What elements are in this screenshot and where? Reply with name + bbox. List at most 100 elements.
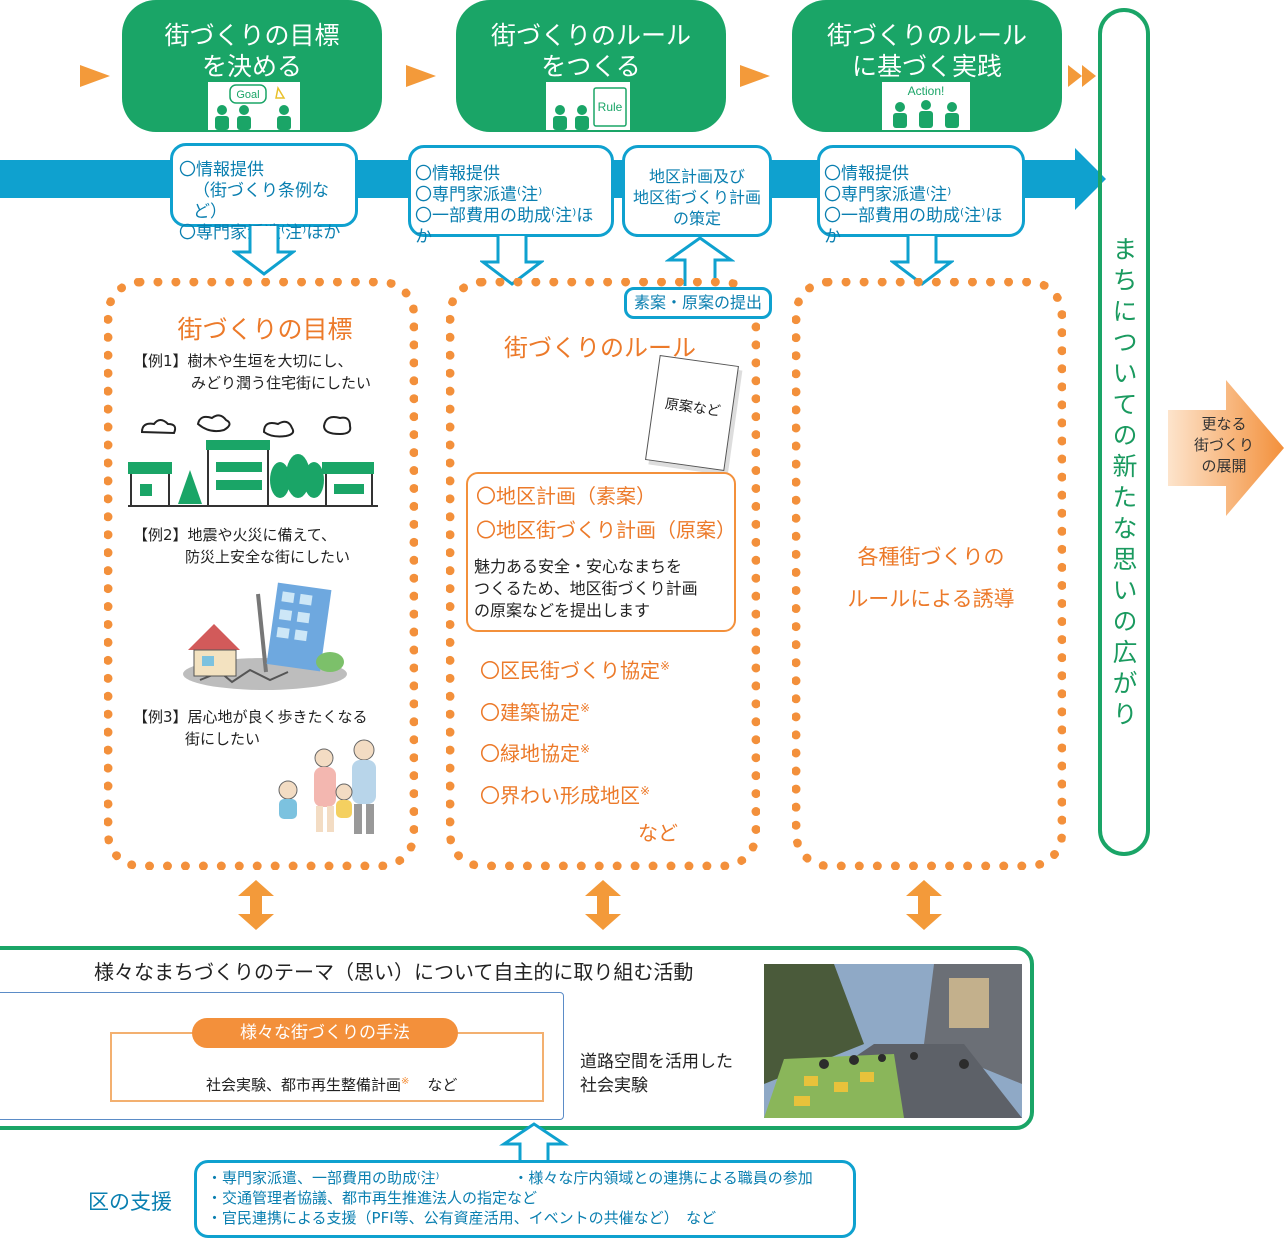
example3-line2: 街にしたい xyxy=(185,730,261,748)
earthquake-illustration xyxy=(183,582,347,690)
practice-line2: ルールによる誘導 xyxy=(847,587,1015,611)
plan-draft-1: 〇地区計画（素案） xyxy=(476,484,656,508)
photo-caption: 道路空間を活用した 社会実験 xyxy=(580,1050,733,1098)
next-step-line2: 街づくり xyxy=(1193,436,1254,454)
next-step-line1: 更なる xyxy=(1201,415,1247,433)
agreement-etc: など xyxy=(638,820,678,845)
rule-people-icon: Rule xyxy=(546,82,630,130)
next-step-arrow xyxy=(1168,380,1284,516)
example1: 【例1】樹木や生垣を大切にし、 みどり潤う住宅街にしたい xyxy=(133,350,371,394)
stage-action: 街づくりのルール に基づく実践 xyxy=(792,0,1062,132)
green-street-illustration xyxy=(128,414,378,507)
agreement-list: 〇区民街づくり協定※ 〇建築協定※ 〇緑地協定※ 〇界わい形成地区※ など xyxy=(480,648,678,852)
stage-arrow-2 xyxy=(406,65,436,87)
agreement-4-text: 〇界わい形成地区 xyxy=(480,783,640,808)
agreement-4-note: ※ xyxy=(640,783,651,798)
plan-line2: 地区街づくり計画 xyxy=(632,188,761,207)
method-etc: など xyxy=(427,1076,458,1094)
stage-goal: 街づくりの目標 を決める xyxy=(122,0,382,132)
support-1-line2: （街づくり条例など） xyxy=(193,181,329,222)
family-walking-illustration xyxy=(278,739,376,834)
rule-column xyxy=(446,278,760,870)
agreement-2-text: 〇建築協定 xyxy=(480,700,580,725)
goal-people-icon: Goal xyxy=(208,82,300,130)
stage-arrow-4a xyxy=(1068,65,1082,87)
support-2-line1: 〇情報提供 xyxy=(415,164,500,184)
example1-line1: 【例1】樹木や生垣を大切にし、 xyxy=(133,352,353,370)
ward-support-item4: ・官民連携による支援（PFI等、公有資産活用、イベントの共催など） など xyxy=(207,1209,717,1227)
next-step-text: 更なる 街づくり の展開 xyxy=(1176,414,1272,477)
support-3-line1: 〇情報提供 xyxy=(824,164,909,184)
support-3-line2: 〇専門家派遣⁽注⁾ xyxy=(824,185,952,205)
double-arrow-1 xyxy=(238,880,274,930)
practice-column xyxy=(792,278,1066,870)
method-label: 様々な街づくりの手法 xyxy=(192,1018,458,1048)
draft-document-label: 原案など xyxy=(663,396,722,420)
support-1-line1: 〇情報提供 xyxy=(179,160,264,180)
example2: 【例2】地震や火災に備えて、 防災上安全な街にしたい xyxy=(133,524,350,568)
support-3-line3: 〇一部費用の助成⁽注⁾ほか xyxy=(824,206,1003,247)
agreement-4: 〇界わい形成地区※ xyxy=(480,773,678,815)
example2-line2: 防災上安全な街にしたい xyxy=(185,548,351,566)
rule-label: Rule xyxy=(598,100,623,114)
stage-rule: 街づくりのルール をつくる xyxy=(456,0,726,132)
plan-line1: 地区計画及び xyxy=(648,167,745,186)
plan-desc-line3: の原案などを提出します xyxy=(474,601,651,620)
method-text: 社会実験、都市再生整備計画※など xyxy=(206,1074,457,1095)
support-up-arrow xyxy=(499,1122,569,1162)
example3-line1: 【例3】居心地が良く歩きたくなる xyxy=(133,708,368,726)
ward-support-row1: ・専門家派遣、一部費用の助成⁽注⁾ ・様々な庁内領域との連携による職員の参加 xyxy=(207,1168,843,1188)
stage-arrow-4b xyxy=(1082,65,1096,87)
up-arrow-submit xyxy=(665,236,735,286)
plan-formulation-box: 地区計画及び 地区街づくり計画 の策定 xyxy=(622,145,772,237)
ward-support-item1: ・専門家派遣、一部費用の助成⁽注⁾ xyxy=(207,1169,440,1187)
double-arrow-3 xyxy=(906,880,942,930)
next-step-line3: の展開 xyxy=(1201,457,1247,475)
support-box-3: 〇情報提供 〇専門家派遣⁽注⁾ 〇一部費用の助成⁽注⁾ほか xyxy=(817,145,1025,247)
agreement-3: 〇緑地協定※ xyxy=(480,731,678,773)
stage-action-line1: 街づくりのルール xyxy=(826,21,1027,50)
example1-line2: みどり潤う住宅街にしたい xyxy=(191,374,372,392)
agreement-3-text: 〇緑地協定 xyxy=(480,741,580,766)
agreement-2: 〇建築協定※ xyxy=(480,690,678,732)
goal-column xyxy=(104,278,418,870)
agreement-1-note: ※ xyxy=(660,659,671,673)
plan-desc-line2: つくるため、地区街づくり計画 xyxy=(474,579,698,598)
agreement-1: 〇区民街づくり協定※ xyxy=(480,648,678,690)
goal-label: Goal xyxy=(236,89,259,101)
example3: 【例3】居心地が良く歩きたくなる 街にしたい xyxy=(133,706,368,750)
stage-arrow-1 xyxy=(80,65,110,87)
agreement-3-note: ※ xyxy=(580,742,591,757)
submit-tag: 素案・原案の提出 xyxy=(624,287,772,319)
plan-draft-2: 〇地区街づくり計画（原案） xyxy=(476,518,736,542)
draft-document: 原案など xyxy=(645,354,739,472)
stage-rule-line2: をつくる xyxy=(541,52,641,81)
stage-goal-line1: 街づくりの目標 xyxy=(164,21,340,50)
support-2-line3: 〇一部費用の助成⁽注⁾ほか xyxy=(415,206,594,247)
action-label: Action! xyxy=(908,84,945,98)
street-experiment-photo xyxy=(764,964,1022,1118)
goal-title: 街づくりの目標 xyxy=(177,315,353,344)
stage-goal-line2: を決める xyxy=(201,52,302,81)
practice-text: 各種街づくりの ルールによる誘導 xyxy=(808,536,1054,620)
double-arrow-2 xyxy=(585,880,621,930)
activity-title: 様々なまちづくりのテーマ（思い）について自主的に取り組む活動 xyxy=(94,960,694,984)
plan-desc-line1: 魅力ある安全・安心なまちを xyxy=(474,557,683,576)
method-panel xyxy=(0,992,564,1120)
stage-rule-line1: 街づくりのルール xyxy=(490,21,691,50)
agreement-2-note: ※ xyxy=(580,700,591,715)
support-2-line2: 〇専門家派遣⁽注⁾ xyxy=(415,185,543,205)
stage-arrow-3 xyxy=(740,65,770,87)
plan-line3: の策定 xyxy=(672,209,721,228)
ward-support-item3: ・交通管理者協議、都市再生推進法人の指定など xyxy=(207,1189,538,1207)
agreement-1-text: 〇区民街づくり協定 xyxy=(480,658,660,683)
support-box-1: 〇情報提供 （街づくり条例など） 〇専門家派遣⁽注⁾ほか xyxy=(170,143,358,243)
practice-line1: 各種街づくりの xyxy=(857,545,1005,569)
method-note: ※ xyxy=(401,1076,410,1087)
support-box-2: 〇情報提供 〇専門家派遣⁽注⁾ 〇一部費用の助成⁽注⁾ほか xyxy=(408,145,614,247)
photo-caption-line2: 社会実験 xyxy=(580,1076,648,1096)
plan-draft-box xyxy=(466,472,736,632)
ward-support-item2: ・様々な庁内領域との連携による職員の参加 xyxy=(513,1169,813,1187)
photo-caption-line1: 道路空間を活用した xyxy=(580,1052,733,1072)
vertical-spread-bar xyxy=(1098,8,1150,856)
